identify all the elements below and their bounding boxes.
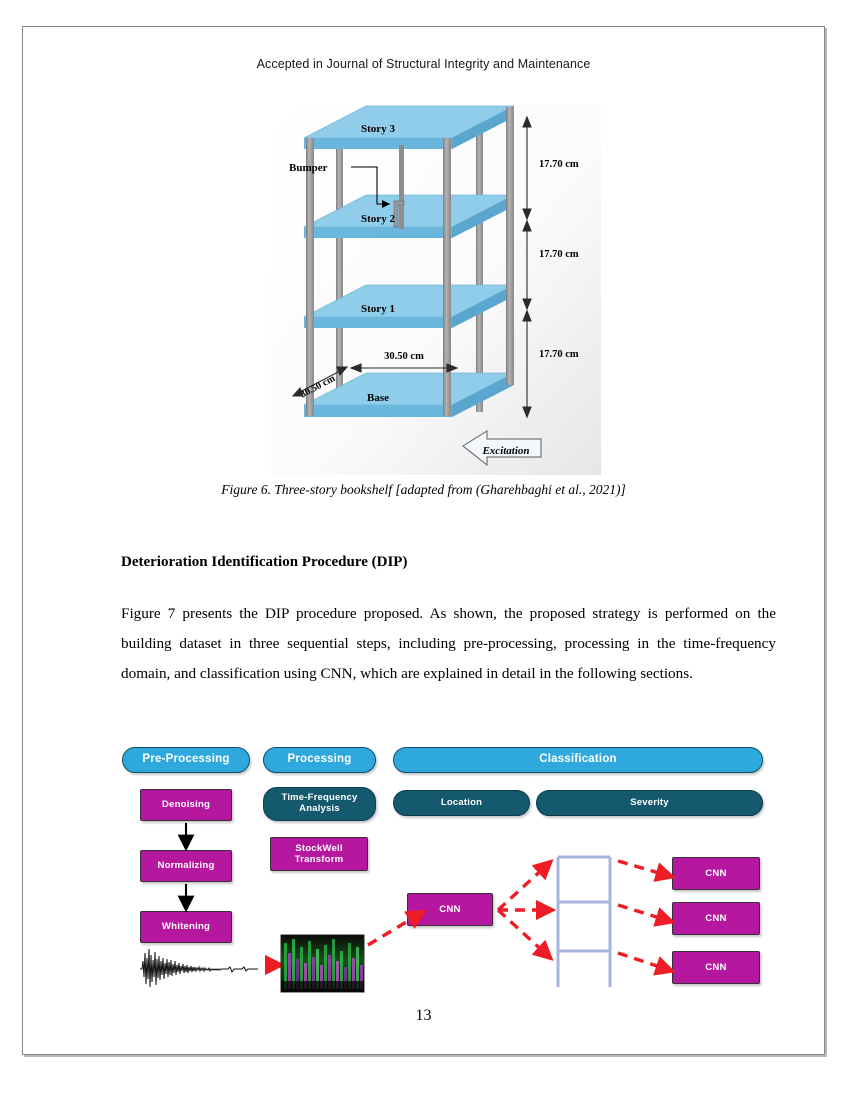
step-stockwell-transform: StockWell Transform: [270, 837, 368, 871]
arrows-cnn-to-frame: [496, 859, 557, 961]
shelf-story-3: [303, 105, 515, 149]
shelf-base: [303, 372, 515, 417]
step-whitening: Whitening: [140, 911, 232, 943]
dimension-heights: [522, 115, 532, 419]
bumper-callout: [351, 166, 390, 208]
subheader-location: Location: [393, 790, 530, 816]
label-excitation: Excitation: [481, 445, 529, 457]
label-story-3: Story 3: [361, 123, 395, 135]
bookshelf-posts-front: [306, 107, 514, 416]
bumper-assembly: [393, 145, 405, 229]
dim-height-top: 17.70 cm: [539, 159, 579, 170]
label-story-1: Story 1: [361, 303, 395, 315]
dim-width-front: 30.50 cm: [384, 351, 424, 362]
label-story-2: Story 2: [361, 213, 395, 225]
section-heading: Deterioration Identification Procedure (…: [121, 554, 408, 570]
cnn-output-box-2: CNN: [672, 902, 760, 935]
bookshelf-posts-back: [336, 127, 483, 412]
cnn-main-box: CNN: [407, 893, 493, 926]
seismic-waveform: [140, 948, 258, 988]
label-bumper: Bumper: [289, 162, 328, 174]
building-frame-schematic: [556, 855, 612, 987]
header-pre-processing: Pre-Processing: [122, 747, 250, 773]
subheader-severity: Severity: [536, 790, 763, 816]
header-classification: Classification: [393, 747, 763, 773]
cnn-output-box-1: CNN: [672, 857, 760, 890]
subheader-time-frequency-analysis: Time-Frequency Analysis: [263, 787, 376, 821]
running-head: Accepted in Journal of Structural Integr…: [256, 57, 591, 71]
figure-6-bookshelf: Bumper Story 3 Story 2 Story 1 Base 17.7…: [271, 105, 601, 475]
shelf-story-2: [303, 194, 515, 238]
dim-height-bottom: 17.70 cm: [539, 349, 579, 360]
figure-6-caption: Figure 6. Three-story bookshelf [adapted…: [221, 482, 626, 497]
dim-height-mid: 17.70 cm: [539, 249, 579, 260]
dimension-width-side: [291, 366, 349, 397]
page-frame: Accepted in Journal of Structural Integr…: [22, 26, 825, 1055]
figure-7-dip-diagram: Pre-Processing Processing Classification…: [118, 739, 778, 1004]
dimension-width-front: [349, 363, 459, 373]
excitation-arrow: [462, 430, 542, 467]
step-denoising: Denoising: [140, 789, 232, 821]
step-normalizing: Normalizing: [140, 850, 232, 882]
label-base: Base: [367, 392, 389, 404]
header-processing: Processing: [263, 747, 376, 773]
arrows-frame-to-cnn-outputs: [617, 859, 676, 976]
page-number: 13: [415, 1007, 432, 1024]
section-paragraph: Figure 7 presents the DIP procedure prop…: [121, 605, 776, 682]
cnn-output-box-3: CNN: [672, 951, 760, 984]
spectrogram-image: [280, 934, 365, 993]
